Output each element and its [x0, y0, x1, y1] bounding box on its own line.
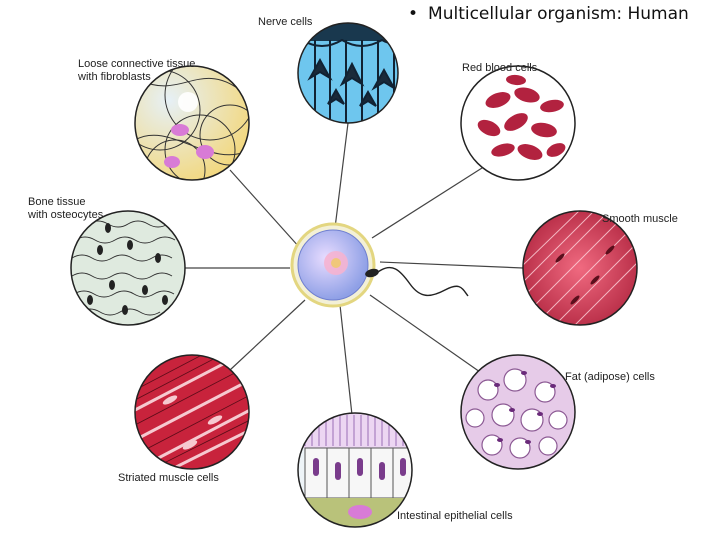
connector-smooth	[380, 262, 523, 268]
label-intestinal-epithelial: Intestinal epithelial cells	[397, 510, 513, 523]
label-loose-connective-tissue: Loose connective tissue with fibroblasts	[78, 58, 195, 84]
connector-loose	[230, 170, 300, 248]
striated-muscle-circle	[135, 335, 250, 475]
red-blood-cells-circle	[461, 66, 575, 180]
sperm-cell	[364, 267, 468, 296]
label-striated-muscle: Striated muscle cells	[118, 472, 219, 485]
central-egg-cell	[292, 224, 374, 306]
label-fat-cells: Fat (adipose) cells	[565, 371, 655, 384]
label-smooth-muscle: Smooth muscle	[602, 213, 678, 226]
label-bone-tissue: Bone tissue with osteocytes	[28, 196, 103, 222]
connector-rbc	[372, 168, 482, 238]
connector-fat	[370, 295, 480, 372]
nerve-cells-circle	[298, 23, 402, 123]
connector-striated	[230, 300, 305, 370]
connector-nerve	[335, 123, 348, 228]
label-red-blood-cells: Red blood cells	[462, 62, 537, 75]
label-nerve-cells: Nerve cells	[258, 16, 312, 29]
fat-cells-circle	[461, 355, 575, 469]
smooth-muscle-circle	[520, 210, 640, 335]
bone-tissue-circle	[71, 211, 185, 325]
connector-epi	[340, 305, 352, 415]
